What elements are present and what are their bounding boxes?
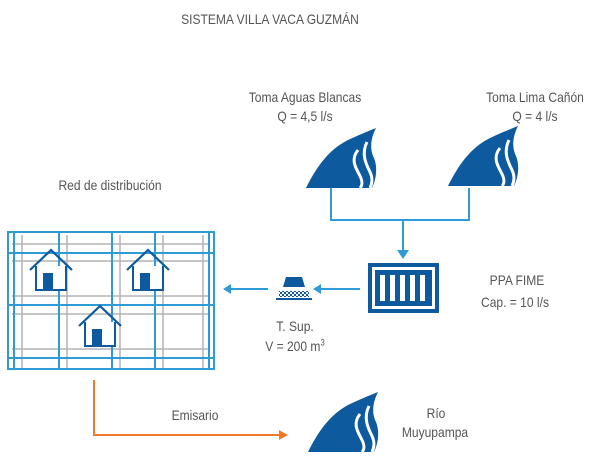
network-label: Red de distribución <box>58 177 162 193</box>
house-icon <box>126 248 170 291</box>
house-icon <box>29 248 73 291</box>
receiver-line-2: Muyupampa <box>401 424 469 440</box>
filter-plant-icon <box>368 263 439 313</box>
distribution-network-icon <box>7 231 215 370</box>
source-1-flow: Q = 4,5 l/s <box>277 108 333 124</box>
storage-tank-icon <box>276 277 312 300</box>
tank-to-network-arrowhead <box>223 284 231 294</box>
plant-inlet-arrowhead <box>397 250 409 259</box>
river-icon <box>306 128 377 190</box>
source-2-flow: Q = 4 l/s <box>512 108 558 124</box>
tank-volume-value: V = 200 m <box>265 338 321 354</box>
outfall-line <box>93 380 280 436</box>
plant-capacity: Cap. = 10 l/s <box>481 294 549 310</box>
tank-volume-exponent: 3 <box>320 337 325 348</box>
plant-name: PPA FIME <box>489 272 545 288</box>
source-2-name: Toma Lima Cañón <box>486 89 584 105</box>
river-icon <box>448 126 519 188</box>
river-icon <box>308 392 379 454</box>
tank-volume: V = 200 m3 <box>248 337 343 355</box>
outfall-label: Emisario <box>171 407 219 423</box>
diagram-title: SISTEMA VILLA VACA GUZMÁN <box>181 11 359 27</box>
source-1-name: Toma Aguas Blancas <box>248 89 362 105</box>
source-pipe-1 <box>330 188 470 221</box>
tank-name: T. Sup. <box>276 318 314 334</box>
house-icon <box>78 304 122 347</box>
plant-to-tank-arrowhead <box>313 284 321 294</box>
outfall-arrowhead <box>279 430 288 440</box>
receiver-line-1: Río <box>426 405 446 421</box>
